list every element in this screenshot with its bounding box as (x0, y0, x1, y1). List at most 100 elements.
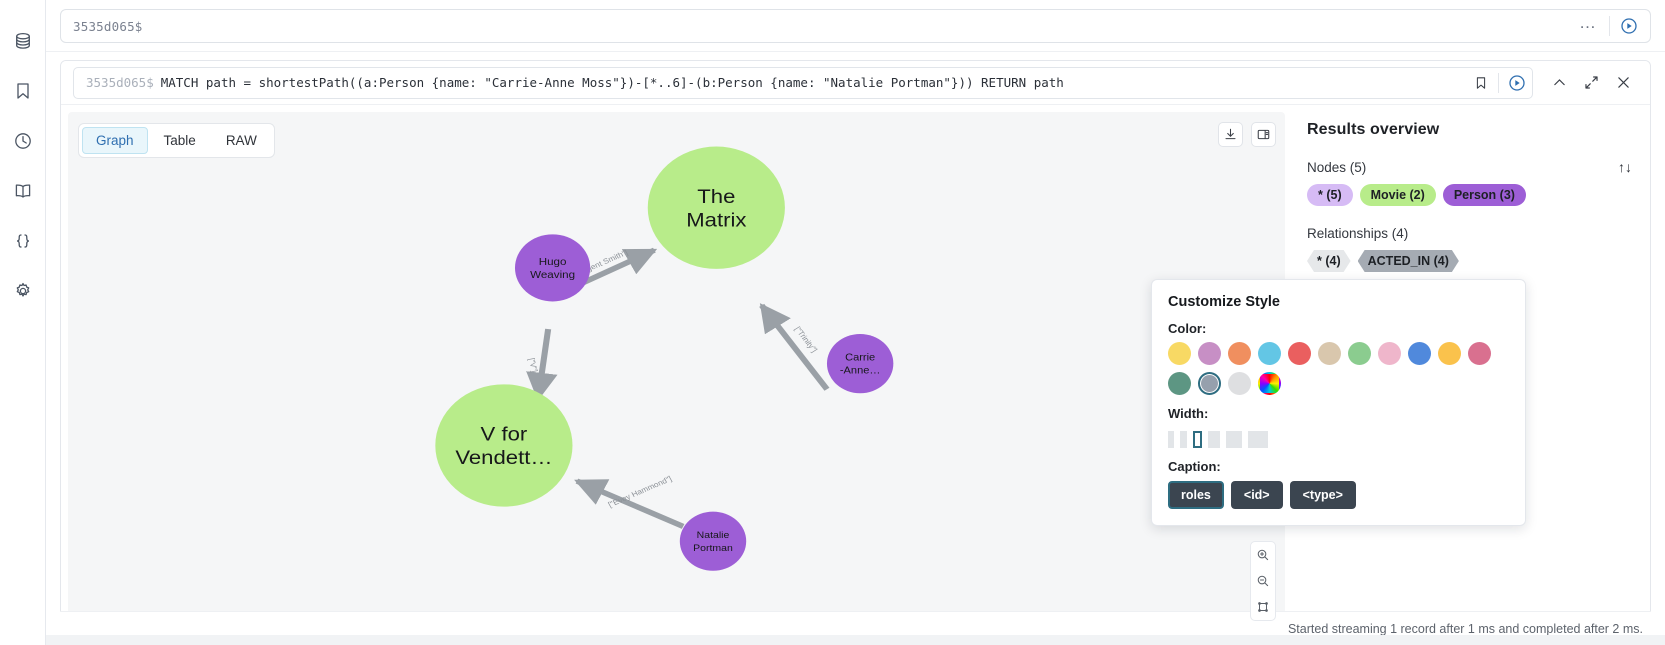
caption-option-roles[interactable]: roles (1168, 481, 1224, 509)
bottom-strip (46, 635, 1665, 645)
graph-visualization-pane[interactable]: Graph Table RAW (68, 112, 1285, 630)
relationships-section-header: Relationships (4) (1307, 226, 1632, 241)
nodes-count-label: Nodes (5) (1307, 159, 1367, 175)
nodes-section-header: Nodes (5) ↑↓ (1307, 159, 1632, 175)
color-swatch-blue[interactable] (1408, 342, 1431, 365)
more-options-icon[interactable]: … (1579, 13, 1597, 32)
edge-hugo-vendetta (526, 328, 558, 401)
graph-node-the-matrix[interactable]: The Matrix (647, 146, 785, 269)
sort-icon[interactable]: ↑↓ (1618, 159, 1632, 175)
frame-actions (1537, 74, 1642, 91)
database-command-input[interactable]: 3535d065$ … (60, 9, 1651, 43)
relationships-count-label: Relationships (4) (1307, 226, 1409, 241)
editor-query-text: MATCH path = shortestPath((a:Person {nam… (160, 75, 1064, 90)
color-section-label: Color: (1168, 321, 1207, 336)
zoom-out-icon[interactable] (1251, 568, 1275, 594)
rel-chip-acted-in[interactable]: ACTED_IN (4) (1358, 250, 1459, 272)
color-swatch-rose[interactable] (1468, 342, 1491, 365)
color-swatch-lightgray[interactable] (1228, 372, 1251, 395)
run-query-icon[interactable] (1508, 74, 1526, 92)
save-favorite-icon[interactable] (1473, 75, 1489, 91)
collapse-frame-icon[interactable] (1551, 74, 1568, 91)
caption-option-type[interactable]: <type> (1289, 481, 1356, 509)
color-swatch-tan[interactable] (1318, 342, 1341, 365)
toggle-overview-panel-icon[interactable] (1251, 122, 1276, 147)
color-swatch-gray[interactable] (1198, 372, 1221, 395)
node-chip-movie[interactable]: Movie (2) (1359, 184, 1436, 206)
close-frame-icon[interactable] (1615, 74, 1632, 91)
book-icon[interactable] (6, 174, 40, 208)
database-icon[interactable] (6, 24, 40, 58)
tab-raw[interactable]: RAW (225, 133, 257, 148)
node-label-line2: -Anne… (840, 366, 881, 376)
clock-icon[interactable] (6, 124, 40, 158)
zoom-in-icon[interactable] (1251, 542, 1275, 568)
graph-node-hugo-weaving[interactable]: Hugo Weaving (514, 234, 591, 302)
download-icon[interactable] (1218, 122, 1243, 147)
color-swatch-orange[interactable] (1228, 342, 1251, 365)
caption-section-label: Caption: (1168, 459, 1221, 474)
node-label-line1: Hugo (539, 256, 567, 267)
width-option-1[interactable] (1168, 431, 1174, 448)
width-option-5[interactable] (1226, 431, 1242, 448)
divider (1498, 72, 1499, 93)
caption-option-id[interactable]: <id> (1230, 481, 1283, 509)
color-swatch-red[interactable] (1288, 342, 1311, 365)
graph-node-natalie-portman[interactable]: Natalie Portman (679, 511, 747, 571)
graph-edges (526, 247, 830, 529)
view-tabs: Graph Table RAW (78, 123, 275, 158)
node-label-line2: Portman (693, 544, 733, 554)
node-chip-person[interactable]: Person (3) (1442, 184, 1526, 206)
graph-node-carrie-anne-moss[interactable]: Carrie -Anne… (826, 334, 894, 394)
divider (1609, 16, 1610, 36)
customize-style-title: Customize Style (1168, 294, 1280, 310)
graph-canvas[interactable]: ["Agent Smith"] ["V"] ["Trinity"] ["Evey… (68, 112, 1285, 630)
width-option-2[interactable] (1180, 431, 1187, 448)
top-command-bar: 3535d065$ … (46, 0, 1665, 52)
caption-options: roles <id> <type> (1168, 481, 1509, 509)
rel-chip-all[interactable]: * (4) (1307, 250, 1351, 272)
gear-icon[interactable] (6, 274, 40, 308)
graph-node-v-for-vendetta[interactable]: V for Vendett… (435, 384, 573, 507)
color-swatch-skyblue[interactable] (1258, 342, 1281, 365)
edge-caption-v: ["V"] (527, 357, 540, 373)
node-label-line2: Weaving (530, 269, 575, 280)
width-option-6[interactable] (1248, 431, 1268, 448)
main-area: 3535d065$ … 3535d065$ MATCH path = short… (46, 0, 1665, 645)
node-label-chips: * (5) Movie (2) Person (3) (1307, 184, 1632, 206)
tab-graph[interactable]: Graph (82, 127, 148, 154)
expand-frame-icon[interactable] (1583, 74, 1600, 91)
edge-natalie-vendetta (574, 478, 685, 529)
query-editor[interactable]: 3535d065$ MATCH path = shortestPath((a:P… (73, 66, 1533, 99)
color-swatch-green[interactable] (1348, 342, 1371, 365)
run-query-icon-top[interactable] (1620, 17, 1638, 35)
left-sidebar (0, 0, 46, 645)
color-swatch-pink[interactable] (1378, 342, 1401, 365)
width-section-label: Width: (1168, 406, 1209, 421)
database-command-value: 3535d065$ (73, 18, 143, 34)
editor-prompt: 3535d065$ (86, 75, 154, 90)
bookmark-icon[interactable] (6, 74, 40, 108)
color-swatch-teal[interactable] (1168, 372, 1191, 395)
frame-header: 3535d065$ MATCH path = shortestPath((a:P… (61, 61, 1650, 105)
width-option-3[interactable] (1193, 431, 1202, 448)
node-label-line1: V for (481, 424, 528, 446)
braces-icon[interactable] (6, 224, 40, 258)
tab-table[interactable]: Table (163, 133, 196, 148)
color-swatches (1168, 342, 1509, 395)
color-swatch-yellow[interactable] (1168, 342, 1191, 365)
node-label-line1: The (697, 186, 735, 208)
color-wheel-icon[interactable] (1258, 372, 1281, 395)
node-chip-all[interactable]: * (5) (1307, 184, 1353, 206)
color-swatch-amber[interactable] (1438, 342, 1461, 365)
relationship-type-chips: * (4) ACTED_IN (4) (1307, 250, 1632, 272)
graph-nodes: The Matrix V for Vendett… Hugo (435, 146, 894, 571)
results-overview-title: Results overview (1307, 121, 1440, 138)
node-label-line2: Vendett… (455, 447, 552, 469)
edge-carrie-matrix (759, 303, 830, 391)
fit-to-screen-icon[interactable] (1251, 594, 1275, 620)
width-option-4[interactable] (1208, 431, 1220, 448)
edge-caption-evey-hammond: ["Evey Hammond"] (607, 474, 674, 509)
color-swatch-orchid[interactable] (1198, 342, 1221, 365)
